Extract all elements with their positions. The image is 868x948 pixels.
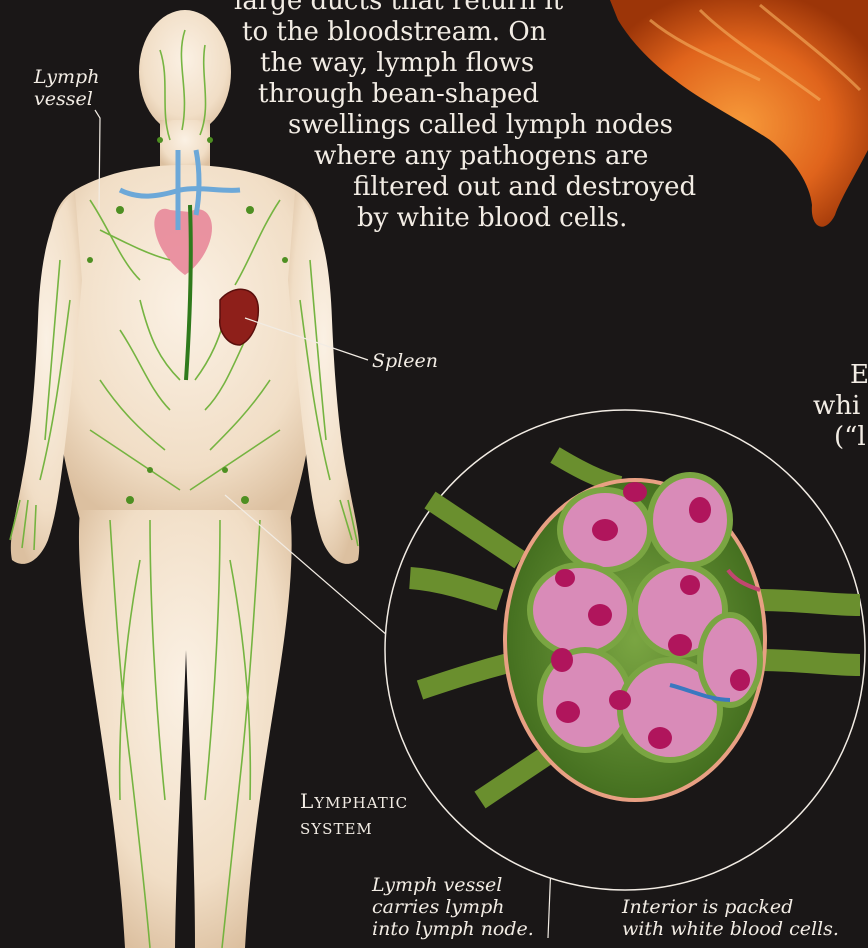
label-interior: Interior is packed with white blood cell…	[622, 896, 839, 940]
body-text-line: large ducts that return it	[234, 0, 563, 17]
side-text-line: whi	[813, 391, 860, 422]
body-text-line: by white blood cells.	[357, 203, 627, 234]
lymph-node-magnified	[385, 410, 865, 890]
body-text-line: swellings called lymph nodes	[288, 110, 673, 141]
body-text-line: where any pathogens are	[314, 141, 648, 172]
caption-lymphatic-system: LYMPHATIC SYSTEM	[300, 788, 408, 842]
label-spleen: Spleen	[372, 350, 438, 372]
side-text-line: (“l	[834, 422, 866, 453]
body-text-line: filtered out and destroyed	[353, 172, 696, 203]
body-text-line: to the bloodstream. On	[242, 17, 546, 48]
label-lymph-vessel-bottom: Lymph vessel carries lymph into lymph no…	[372, 874, 534, 940]
label-lymph-vessel-top: Lymph vessel	[34, 66, 99, 110]
body-text-line: through bean-shaped	[258, 79, 539, 110]
body-text-line: the way, lymph flows	[260, 48, 534, 79]
side-text-line: E	[850, 360, 868, 391]
